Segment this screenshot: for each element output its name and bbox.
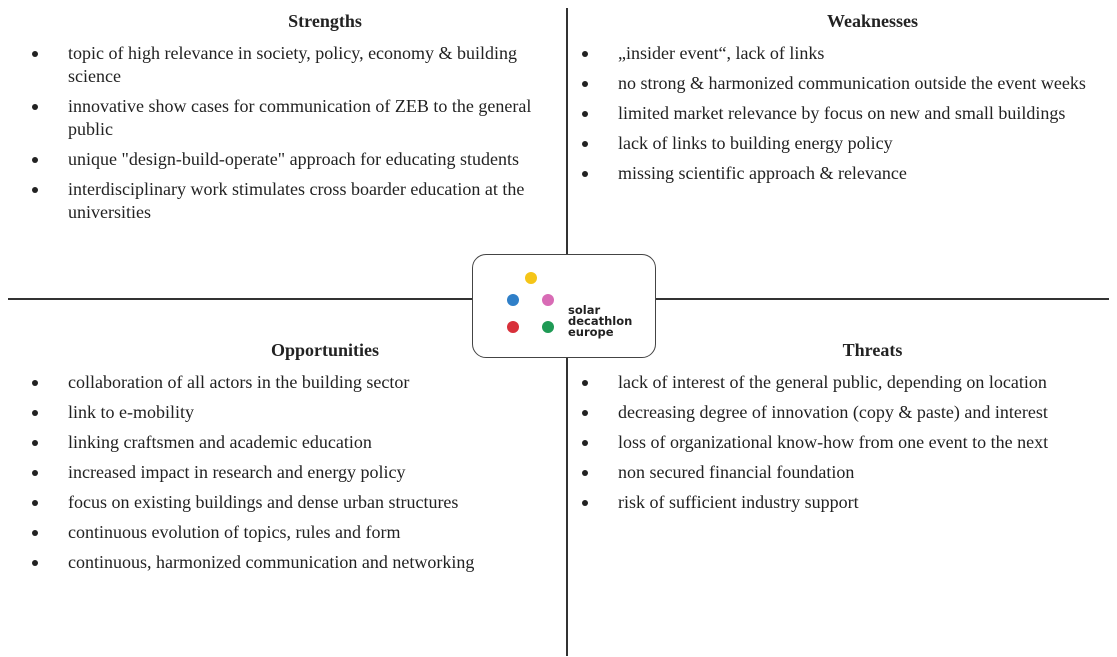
list-item-text: focus on existing buildings and dense ur…	[68, 492, 459, 512]
logo-dot-yellow	[525, 272, 537, 284]
logo-line-3: europe	[568, 325, 614, 339]
bullet-icon	[32, 560, 38, 566]
list-item: continuous, harmonized communication and…	[30, 551, 550, 574]
list-item-text: topic of high relevance in society, poli…	[68, 43, 518, 86]
list-item-text: continuous, harmonized communication and…	[68, 552, 475, 572]
bullet-icon	[32, 157, 38, 163]
bullet-icon	[32, 470, 38, 476]
opportunities-quadrant: Opportunities collaboration of all actor…	[30, 339, 550, 581]
bullet-icon	[582, 51, 588, 57]
logo-dot-magenta	[542, 294, 554, 306]
list-item-text: missing scientific approach & relevance	[618, 163, 907, 183]
list-item-text: decreasing degree of innovation (copy & …	[618, 402, 1048, 422]
strengths-title: Strengths	[288, 11, 362, 31]
logo-line-1: solar	[568, 303, 601, 317]
weaknesses-list: „insider event“, lack of links no strong …	[580, 42, 1105, 185]
logo-dot-green	[542, 321, 554, 333]
list-item: „insider event“, lack of links	[580, 42, 1105, 65]
weaknesses-title: Weaknesses	[826, 11, 918, 31]
opportunities-list: collaboration of all actors in the build…	[30, 371, 550, 574]
list-item: collaboration of all actors in the build…	[30, 371, 550, 394]
list-item-text: interdisciplinary work stimulates cross …	[68, 179, 525, 222]
opportunities-title: Opportunities	[270, 340, 380, 360]
list-item: missing scientific approach & relevance	[580, 162, 1105, 185]
list-item: loss of organizational know-how from one…	[580, 431, 1105, 454]
solar-decathlon-logo: solar decathlon europe	[472, 254, 656, 358]
bullet-icon	[582, 500, 588, 506]
list-item-text: increased impact in research and energy …	[68, 462, 406, 482]
list-item-text: non secured financial foundation	[618, 462, 855, 482]
list-item-text: continuous evolution of topics, rules an…	[68, 522, 401, 542]
list-item-text: unique "design-build-operate" approach f…	[68, 149, 520, 169]
list-item-text: no strong & harmonized communication out…	[618, 73, 1086, 93]
list-item: non secured financial foundation	[580, 461, 1105, 484]
list-item-text: link to e-mobility	[68, 402, 194, 422]
list-item: innovative show cases for communication …	[30, 95, 550, 141]
bullet-icon	[32, 104, 38, 110]
bullet-icon	[32, 51, 38, 57]
horizontal-divider-left	[8, 298, 472, 300]
list-item-text: linking craftsmen and academic education	[68, 432, 372, 452]
bullet-icon	[582, 440, 588, 446]
threats-title: Threats	[842, 340, 903, 360]
bullet-icon	[582, 470, 588, 476]
bullet-icon	[582, 380, 588, 386]
bullet-icon	[32, 500, 38, 506]
list-item: link to e-mobility	[30, 401, 550, 424]
weaknesses-quadrant: Weaknesses „insider event“, lack of link…	[580, 10, 1105, 192]
list-item: focus on existing buildings and dense ur…	[30, 491, 550, 514]
bullet-icon	[582, 111, 588, 117]
list-item-text: risk of sufficient industry support	[618, 492, 859, 512]
strengths-quadrant: Strengths topic of high relevance in soc…	[30, 10, 550, 231]
logo-wordmark: solar decathlon europe	[568, 303, 633, 339]
list-item-text: innovative show cases for communication …	[68, 96, 532, 139]
threats-quadrant: Threats lack of interest of the general …	[580, 339, 1105, 521]
bullet-icon	[32, 380, 38, 386]
bullet-icon	[32, 410, 38, 416]
strengths-list: topic of high relevance in society, poli…	[30, 42, 550, 224]
horizontal-divider-right	[655, 298, 1109, 300]
bullet-icon	[32, 440, 38, 446]
list-item: interdisciplinary work stimulates cross …	[30, 178, 550, 224]
list-item: increased impact in research and energy …	[30, 461, 550, 484]
list-item-text: collaboration of all actors in the build…	[68, 372, 410, 392]
list-item-text: „insider event“, lack of links	[618, 43, 825, 63]
list-item: linking craftsmen and academic education	[30, 431, 550, 454]
list-item: topic of high relevance in society, poli…	[30, 42, 550, 88]
list-item: decreasing degree of innovation (copy & …	[580, 401, 1105, 424]
bullet-icon	[32, 187, 38, 193]
list-item: limited market relevance by focus on new…	[580, 102, 1105, 125]
list-item: continuous evolution of topics, rules an…	[30, 521, 550, 544]
logo-dot-red	[507, 321, 519, 333]
threats-list: lack of interest of the general public, …	[580, 371, 1105, 514]
list-item: no strong & harmonized communication out…	[580, 72, 1105, 95]
list-item-text: limited market relevance by focus on new…	[618, 103, 1066, 123]
list-item-text: lack of interest of the general public, …	[618, 372, 1047, 392]
list-item-text: loss of organizational know-how from one…	[618, 432, 1049, 452]
list-item-text: lack of links to building energy policy	[618, 133, 893, 153]
bullet-icon	[582, 81, 588, 87]
bullet-icon	[582, 410, 588, 416]
logo-dot-blue	[507, 294, 519, 306]
bullet-icon	[32, 530, 38, 536]
list-item: unique "design-build-operate" approach f…	[30, 148, 550, 171]
logo-line-2: decathlon	[568, 314, 633, 328]
list-item: risk of sufficient industry support	[580, 491, 1105, 514]
bullet-icon	[582, 171, 588, 177]
list-item: lack of links to building energy policy	[580, 132, 1105, 155]
bullet-icon	[582, 141, 588, 147]
list-item: lack of interest of the general public, …	[580, 371, 1105, 394]
